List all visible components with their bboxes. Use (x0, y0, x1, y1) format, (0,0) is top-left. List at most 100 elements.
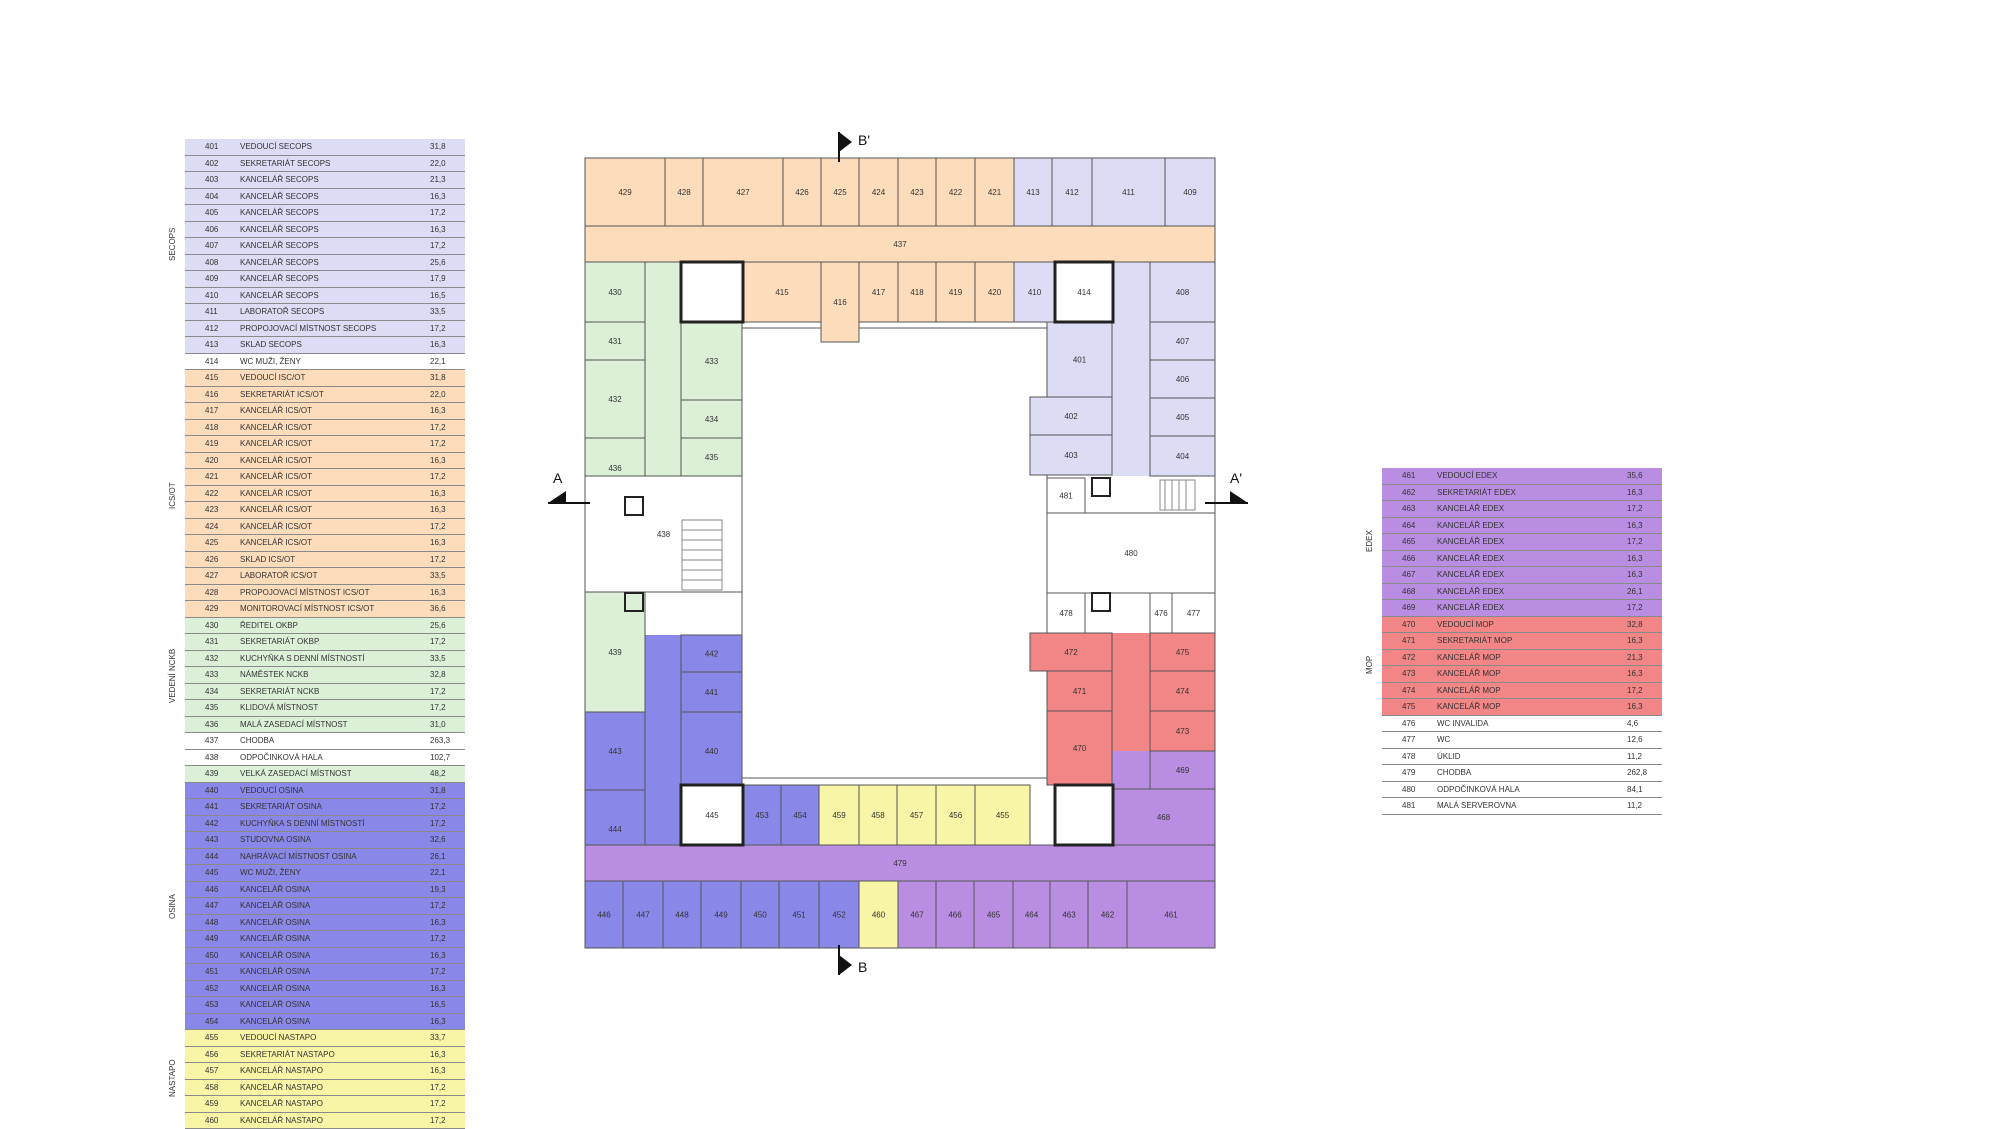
room-label-412: 412 (1065, 188, 1079, 197)
corridor-zone (645, 262, 681, 476)
room-label-440: 440 (705, 747, 719, 756)
room-label-449: 449 (714, 911, 728, 920)
room-label-455: 455 (996, 811, 1010, 820)
room-label-427: 427 (736, 188, 750, 197)
section-arrow-a (548, 491, 566, 503)
room-label-454: 454 (793, 811, 807, 820)
room-label-428: 428 (677, 188, 691, 197)
corridor-zone (645, 635, 681, 845)
room-label-404: 404 (1176, 452, 1190, 461)
room-label-436: 436 (608, 464, 622, 473)
room-label-429: 429 (618, 188, 632, 197)
stair-core-nw (681, 262, 743, 322)
room-label-460: 460 (872, 911, 886, 920)
room-label-481: 481 (1059, 492, 1073, 501)
room-label-403: 403 (1064, 451, 1078, 460)
room-label-432: 432 (608, 395, 622, 404)
room-label-474: 474 (1176, 687, 1190, 696)
room-label-465: 465 (987, 911, 1001, 920)
room-label-462: 462 (1101, 911, 1115, 920)
room-label-409: 409 (1183, 188, 1197, 197)
room-label-401: 401 (1073, 356, 1087, 365)
room-label-417: 417 (872, 288, 886, 297)
room-label-470: 470 (1073, 744, 1087, 753)
room-label-441: 441 (705, 688, 719, 697)
room-label-413: 413 (1026, 188, 1040, 197)
corridor-zone (1112, 262, 1150, 476)
room-label-406: 406 (1176, 375, 1190, 384)
room-label-435: 435 (705, 453, 719, 462)
room-label-438: 438 (657, 530, 671, 539)
room-label-467: 467 (910, 911, 924, 920)
room-label-479: 479 (893, 859, 907, 868)
section-label-b: B (858, 959, 867, 975)
room-label-402: 402 (1064, 412, 1078, 421)
corridor-zone (1112, 633, 1150, 751)
room-label-415: 415 (775, 288, 789, 297)
room-label-456: 456 (949, 811, 963, 820)
room-label-439: 439 (608, 648, 622, 657)
room-label-445: 445 (705, 811, 719, 820)
room-label-422: 422 (949, 188, 963, 197)
room-label-423: 423 (910, 188, 924, 197)
room-label-446: 446 (597, 911, 611, 920)
room-label-473: 473 (1176, 727, 1190, 736)
section-arrow-b (839, 955, 852, 975)
section-arrow-b-prime (839, 132, 852, 152)
room-label-421: 421 (988, 188, 1002, 197)
room-label-448: 448 (675, 911, 689, 920)
room-label-461: 461 (1164, 911, 1178, 920)
room-label-469: 469 (1176, 766, 1190, 775)
room-label-464: 464 (1025, 911, 1039, 920)
room-label-477: 477 (1187, 609, 1201, 618)
room-label-407: 407 (1176, 337, 1190, 346)
room-label-418: 418 (910, 288, 924, 297)
room-label-414: 414 (1077, 288, 1091, 297)
shaft-e2 (1092, 593, 1110, 611)
room-label-447: 447 (636, 911, 650, 920)
room-label-451: 451 (792, 911, 806, 920)
room-label-475: 475 (1176, 648, 1190, 657)
stair-e (1160, 480, 1195, 510)
room-label-437: 437 (893, 240, 907, 249)
room-label-459: 459 (832, 811, 846, 820)
room-label-431: 431 (608, 337, 622, 346)
room-label-442: 442 (705, 650, 719, 659)
room-label-430: 430 (608, 288, 622, 297)
room-label-468: 468 (1157, 813, 1171, 822)
room-label-452: 452 (832, 911, 846, 920)
section-label-b-prime: B' (858, 132, 870, 148)
inner-courtyard (742, 328, 1047, 778)
room-label-411: 411 (1122, 188, 1135, 197)
room-label-472: 472 (1064, 648, 1078, 657)
room-label-443: 443 (608, 747, 622, 756)
room-label-405: 405 (1176, 413, 1190, 422)
corridor-zone (1030, 785, 1055, 845)
room-label-457: 457 (910, 811, 924, 820)
room-label-424: 424 (872, 188, 886, 197)
room-label-433: 433 (705, 357, 719, 366)
room-label-410: 410 (1028, 288, 1042, 297)
room-label-466: 466 (948, 911, 962, 920)
room-label-480: 480 (1124, 549, 1138, 558)
section-label-a-prime: A' (1230, 470, 1242, 486)
room-label-463: 463 (1062, 911, 1076, 920)
stair-core-se (1055, 785, 1113, 845)
room-label-419: 419 (949, 288, 963, 297)
room-label-425: 425 (833, 188, 847, 197)
room-label-416: 416 (833, 298, 847, 307)
corridor-zone (1112, 751, 1150, 789)
room-label-453: 453 (755, 811, 769, 820)
room-label-476: 476 (1154, 609, 1168, 618)
room-label-444: 444 (608, 825, 622, 834)
room-label-478: 478 (1059, 609, 1073, 618)
room-label-471: 471 (1073, 687, 1087, 696)
shaft-e1 (1092, 478, 1110, 496)
room-label-408: 408 (1176, 288, 1190, 297)
room-label-426: 426 (795, 188, 809, 197)
room-label-420: 420 (988, 288, 1002, 297)
section-arrow-a-prime (1230, 491, 1248, 503)
room-label-434: 434 (705, 415, 719, 424)
room-label-458: 458 (871, 811, 885, 820)
